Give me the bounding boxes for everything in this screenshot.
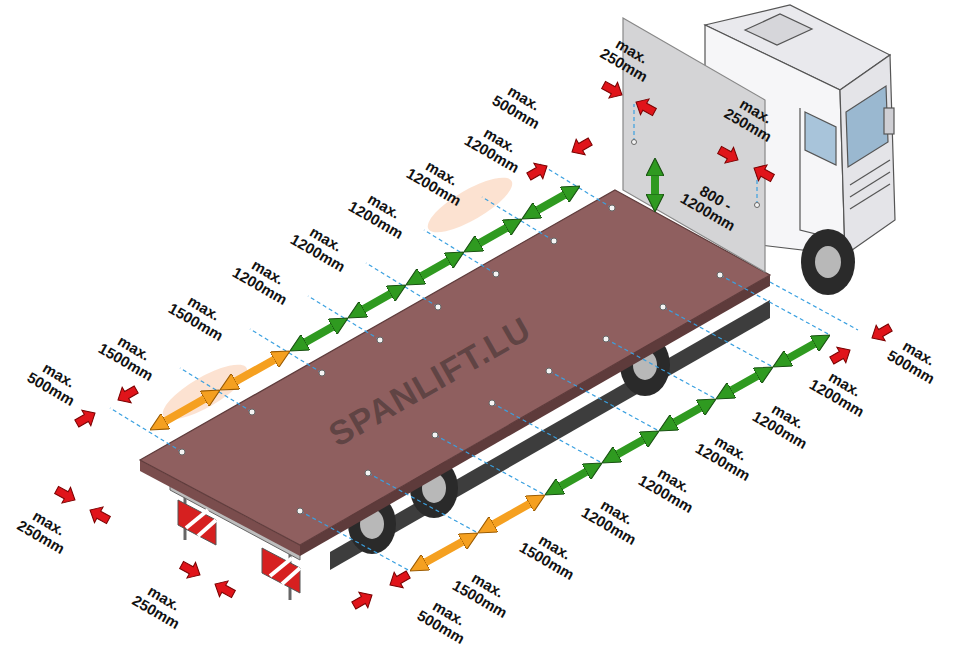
dimension-label: max. 1200mm — [404, 151, 472, 208]
dimension-label: max. 1200mm — [462, 118, 530, 175]
watermark: SPANLIFT.LU — [323, 310, 538, 454]
dimension-label: max. 1200mm — [807, 362, 875, 419]
dimension-label: max. 1200mm — [636, 458, 704, 515]
dimension-label: max. 250mm — [130, 578, 191, 631]
dimension-label: max. 250mm — [722, 91, 783, 144]
dimension-label: max. 1500mm — [96, 326, 164, 383]
dimension-label: max. 1200mm — [750, 394, 818, 451]
dimension-label: max. 500mm — [490, 78, 551, 131]
limit-arrows — [52, 77, 894, 613]
dimension-label: max. 250mm — [598, 31, 659, 84]
dimension-label: max. 1500mm — [517, 525, 585, 582]
dimension-label: max. 1500mm — [166, 286, 234, 343]
dimension-label: 800 - 1200mm — [676, 175, 749, 235]
dimension-label: max. 500mm — [885, 333, 946, 386]
lashing-points — [179, 140, 760, 515]
dimension-label: max. 500mm — [25, 355, 86, 408]
dimension-label: max. 1200mm — [579, 490, 647, 547]
leader-lines — [110, 104, 858, 571]
dimension-label: max. 500mm — [415, 593, 476, 646]
dimension-label: max. 1200mm — [230, 250, 298, 307]
trailer-bed — [140, 190, 770, 556]
dimension-label: max. 1200mm — [288, 217, 356, 274]
dimension-label: max. 1200mm — [346, 184, 414, 241]
dimension-label: max. 1200mm — [693, 426, 761, 483]
dimension-arrows — [150, 158, 830, 571]
dimension-label: max. 250mm — [15, 503, 76, 556]
